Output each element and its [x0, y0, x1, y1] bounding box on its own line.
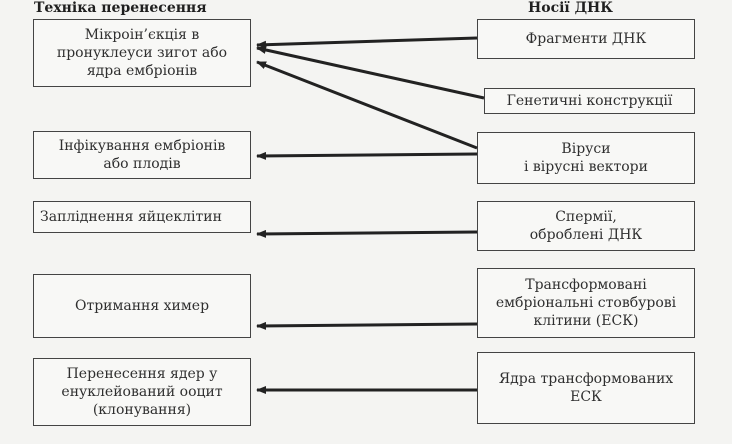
- arrow-constructs-to-microinjection: [256, 46, 485, 100]
- box-esc-nuclei: Ядра трансформованих ЕСК: [477, 352, 695, 424]
- box-dna-fragments: Фрагменти ДНК: [477, 19, 695, 59]
- header-dna-carriers: Носії ДНК: [528, 0, 614, 16]
- box-viruses: Віруси і вірусні вектори: [477, 132, 695, 184]
- box-esc: Трансформовані ембріональні стовбурові к…: [477, 268, 695, 338]
- arrow-esc-to-chimeras: [256, 321, 478, 330]
- arrow-viruses-to-infection: [256, 151, 478, 160]
- box-chimeras: Отримання химер: [33, 274, 251, 338]
- arrow-viruses-to-microinjection: [256, 60, 478, 150]
- box-microinjection: Мікроін’єкція в пронуклеуси зигот або яд…: [33, 19, 251, 87]
- box-infection: Інфікування ембріонів або плодів: [33, 131, 251, 179]
- box-cloning: Перенесення ядер у енуклейований ооцит (…: [33, 358, 251, 426]
- arrow-sperm-to-fertilization: [256, 229, 478, 238]
- arrow-fragments-to-microinjection: [256, 36, 478, 49]
- box-fertilization: Запліднення яйцеклітин: [33, 201, 251, 233]
- header-technique: Техніка перенесення: [34, 0, 207, 16]
- box-genetic-constructs: Генетичні конструкції: [484, 88, 695, 114]
- box-sperm: Спермії, оброблені ДНК: [477, 201, 695, 251]
